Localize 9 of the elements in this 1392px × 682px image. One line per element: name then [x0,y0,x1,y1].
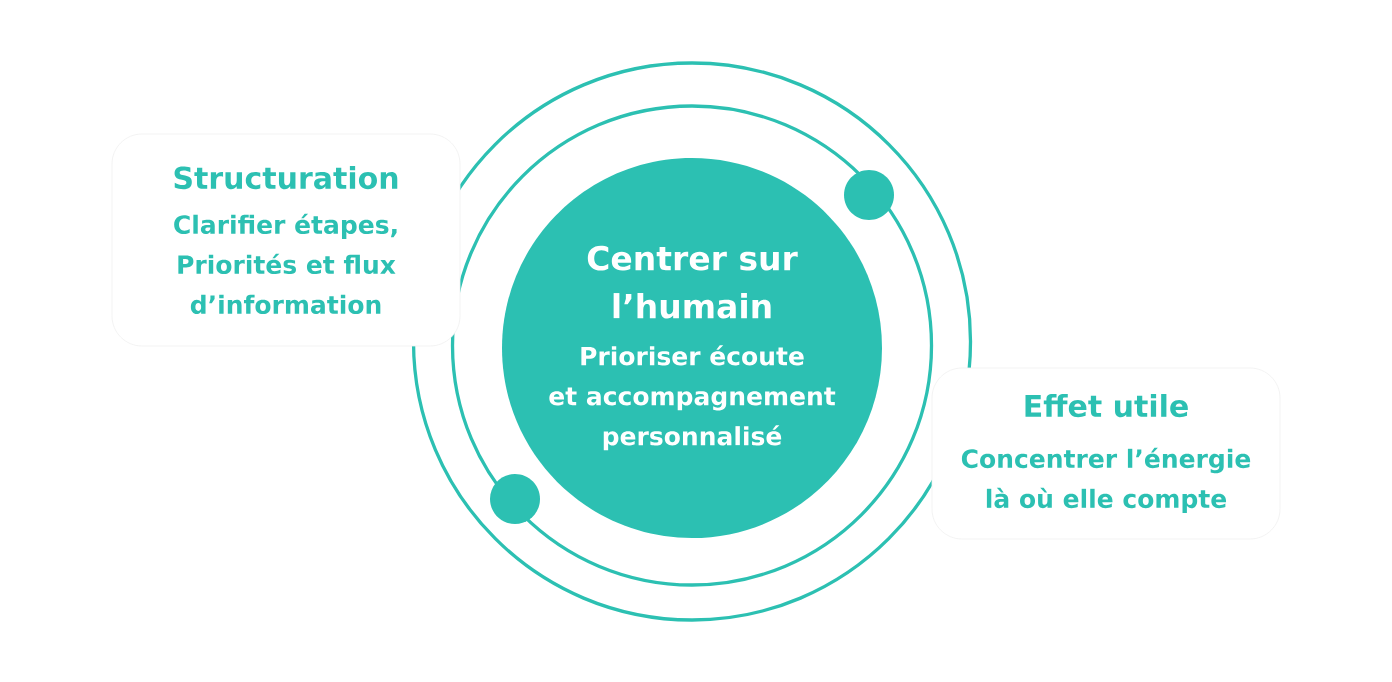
card-text: Concentrer l’énergie là où elle compte [961,447,1251,513]
circle-text: Prioriser écoute et accompagnement personnalisé [549,345,836,451]
card-text: Clarifier étapes, Priorités et flux d’information [174,213,397,315]
circle-title: Centrer sur l’humain [587,245,798,319]
info-card [931,367,1281,540]
info-card [111,133,461,347]
card-title: Structuration [174,165,398,190]
card-title: Effet utile [1025,394,1188,418]
center-circle [502,158,882,538]
